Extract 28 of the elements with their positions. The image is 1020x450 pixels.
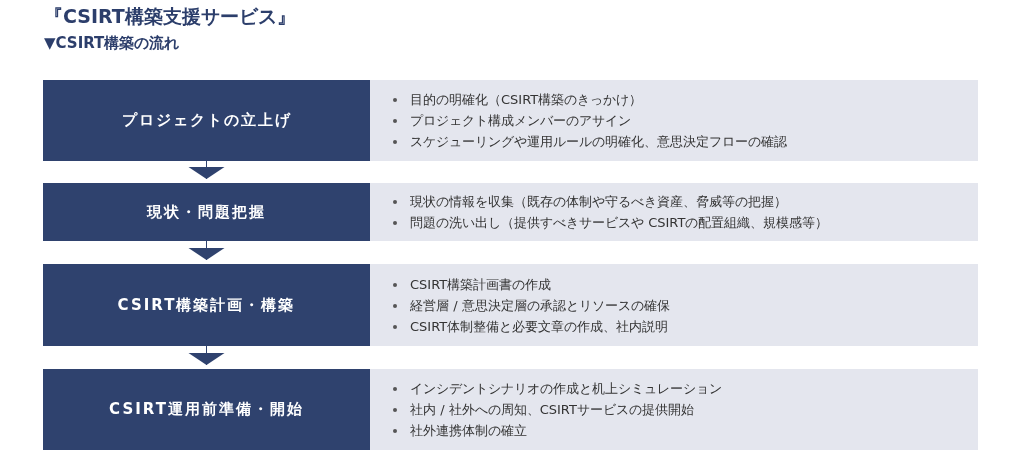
step-box	[43, 80, 370, 161]
bullet-item: 社外連携体制の確立	[410, 423, 527, 438]
flow-arrow	[188, 160, 225, 180]
bullet-item: 目的の明確化（CSIRT構築のきっかけ）	[410, 92, 643, 107]
detail-panel	[370, 369, 978, 450]
bullet-item: CSIRT体制整備と必要文章の作成、社内説明	[410, 318, 669, 334]
bullet-item: 経営層 / 意思決定層の承認とリソースの確保	[410, 297, 670, 313]
step-box	[43, 183, 370, 241]
step-title: CSIRT運用前準備・開始	[109, 400, 304, 419]
step-title: 現状・問題把握	[147, 202, 266, 222]
bullet-item: プロジェクト構成メンバーのアサイン	[410, 113, 631, 128]
step-box	[43, 264, 370, 346]
section-heading: ▼CSIRT構築の流れ	[44, 34, 180, 53]
bullet-item: 社内 / 社外への周知、CSIRTサービスの提供開始	[410, 402, 694, 417]
bullet-item: インシデントシナリオの作成と机上シミュレーション	[410, 381, 722, 396]
flow-arrow	[188, 345, 225, 366]
bullet-item: スケジューリングや運用ルールの明確化、意思決定フローの確認	[410, 134, 787, 149]
step-title: CSIRT構築計画・構築	[117, 295, 296, 315]
bullet-item: CSIRT構築計画書の作成	[410, 276, 552, 292]
detail-panel	[370, 264, 978, 346]
step-title: プロジェクトの立上げ	[121, 111, 292, 130]
bullet-item: 現状の情報を収集（既存の体制や守るべき資産、脅威等の把握）	[410, 194, 787, 209]
detail-panel	[370, 80, 978, 161]
diagram-title: 『CSIRT構築支援サービス』	[44, 4, 296, 29]
step-box	[43, 369, 370, 450]
detail-panel	[370, 183, 978, 241]
bullet-item: 問題の洗い出し（提供すべきサービスや CSIRTの配置組織、規模感等）	[410, 215, 829, 230]
flow-arrow	[188, 240, 225, 261]
